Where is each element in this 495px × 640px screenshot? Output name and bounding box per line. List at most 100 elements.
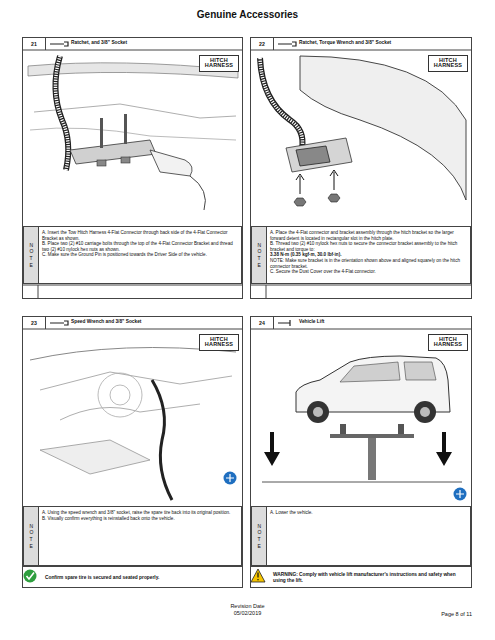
note-text: 3.38 N·m (0.35 kgf·m, 30.0 lbf·in). [270,252,466,258]
step-panel: 21 Ratchet, and 3/8" SocketHITCH HARNESS N… [22,37,243,299]
divider [250,50,472,51]
hex-nut [121,157,130,163]
status-text-wrap: Confirm spare tire is secured and seated… [45,567,238,588]
carriage-bolt [124,114,127,144]
status-row: WARNING: Comply with vehicle lift manufa… [251,566,471,588]
note-box: NOTEA. Insert the Tow Hitch Harness 4-Fl… [23,226,242,284]
check-mark [27,573,35,580]
chassis-line [60,404,200,420]
harness-cable-ribs [260,58,303,148]
note-box: NOTE A. Place the 4-Flat connector and br… [251,226,471,284]
note-text: C. Secure the Dust Cover over the 4-Flat… [270,269,466,275]
tool-name: Ratchet, and 3/8" Socket [71,40,192,46]
note-text: B. Visually confirm everything is reinst… [42,516,237,522]
step22-illustration [260,56,466,206]
ground-line [262,482,462,483]
tool-name: Vehicle Lift [299,319,421,325]
page-title: Genuine Accessories [0,9,495,20]
note-body: A. Lower the vehicle. [270,510,466,516]
wheel-hub [420,407,430,417]
chassis-line [40,372,232,390]
note-body: A. Using the speed wrench and 3/8" socke… [42,510,237,521]
divider [250,329,472,330]
hex-nut [328,194,340,202]
step-number-box: 23 [23,317,46,329]
footer-text: Page 8 of 11 [380,611,472,617]
warning-icon [251,569,265,582]
note-column: NOTE [252,227,267,283]
info-icon-mark [226,474,234,482]
wrench-icon [278,42,296,46]
status-text-wrap: WARNING: Comply with vehicle lift manufa… [273,567,467,588]
note-text: A. Lower the vehicle. [270,510,466,516]
note-text: B. Thread two (2) #10 nylock hex nuts to… [270,241,466,252]
wrench-icon [50,321,68,325]
note-text: NOTE: Make sure bracket is in the orient… [270,258,466,269]
note-box: NOTEA. Using the speed wrench and 3/8" s… [23,506,242,566]
step-number: 24 [259,320,265,326]
note-body: A. Place the 4-Flat connector and bracke… [270,230,466,275]
note-text: B. Place two (2) #10 carriage bolts thro… [42,241,237,252]
install-arrow [330,170,338,190]
harness-cable [152,380,172,500]
harness-cable [55,56,68,170]
connector-bracket [70,140,156,164]
footer-text: Revision Date [0,603,495,609]
warning-mark [257,579,258,580]
hex-nut [97,160,106,166]
hex-nut [294,198,306,206]
section-tag: HITCH HARNESS [199,334,239,351]
section-tag: HITCH HARNESS [199,55,239,72]
note-text: C. Make sure the Ground Pin is positione… [42,252,237,258]
note-text: A. Using the speed wrench and 3/8" socke… [42,510,237,516]
lift-icon [278,320,290,326]
step-panel: 23Speed Wrench and 3/8" SocketHITCH HARN… [22,316,243,588]
step-panel: 24 Vehicle LiftHITCH HARNESS NOTEA. Lower … [250,316,472,588]
note-heading: NOTE [30,242,33,269]
section-tag: HITCH HARNESS [428,55,468,72]
warning-mark [257,573,258,578]
divider [22,285,243,286]
divider [266,285,267,299]
header-dividers [22,50,472,329]
lift-post [368,438,376,480]
underbody-panel [40,440,150,474]
wheel-hub [313,407,323,417]
step-number: 23 [31,320,37,326]
section-tag: HITCH HARNESS [428,334,468,351]
step-number: 21 [31,41,37,47]
harness-cable [260,58,303,148]
status-row: Confirm spare tire is secured and seated… [23,566,242,588]
note-heading: NOTE [258,242,261,269]
wheel [307,401,329,423]
section-tag-text: HITCH HARNESS [431,58,465,70]
ground-pin-lead [190,176,205,210]
flat-connector [150,150,192,176]
down-arrow [436,432,452,466]
step-number-box: 24 [251,317,274,329]
spare-tire-hub [110,385,130,405]
tool-name: Ratchet, Torque Wrench and 3/8" Socket [299,40,421,46]
lift-pad [340,424,346,434]
flat-connector [296,146,330,166]
body-line [30,128,236,140]
body-line [34,104,236,118]
vehicle-windows [340,362,436,382]
divider [22,329,243,330]
install-arrow [296,174,304,194]
down-arrow [264,432,280,466]
step-number-box: 22 [251,38,274,50]
step-number: 22 [259,41,265,47]
wrench-icon [50,42,68,46]
harness-cable-ribs [55,56,68,170]
divider [22,50,243,51]
note-text: A. Place the 4-Flat connector and bracke… [270,230,466,241]
section-tag-text: HITCH HARNESS [431,337,465,349]
note-column: NOTE [252,507,267,565]
section-tag-text: HITCH HARNESS [202,337,236,349]
info-icon [224,472,237,485]
info-icon-mark [456,490,464,498]
wheel [414,401,436,423]
step21-illustration [28,56,238,210]
